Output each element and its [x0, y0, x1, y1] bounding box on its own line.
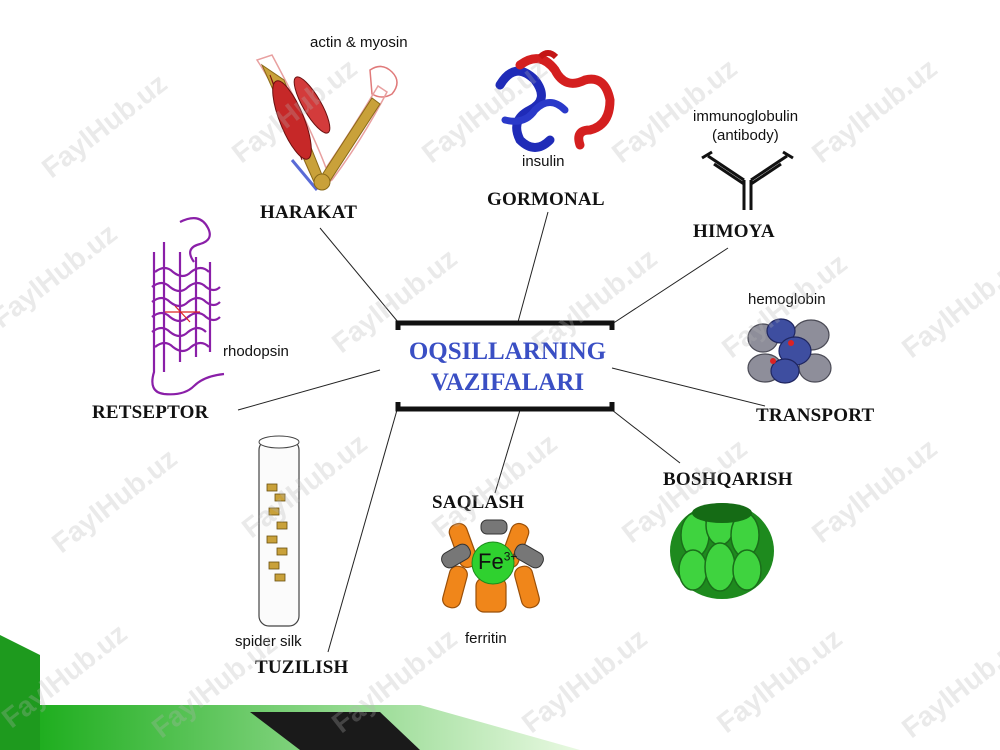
label-boshqarish: BOSHQARISH	[663, 469, 793, 490]
insulin-protein-icon	[495, 50, 615, 152]
line-tuzilish	[327, 409, 398, 653]
ferritin-icon	[441, 519, 544, 613]
label-gormonal: GORMONAL	[487, 189, 605, 210]
antibody-icon	[701, 150, 794, 210]
label-insulin: insulin	[522, 153, 565, 170]
label-actin-myosin: actin & myosin	[310, 34, 408, 51]
regulatory-protein-icon	[670, 503, 774, 599]
line-gormonal	[517, 211, 549, 323]
line-saqlash	[494, 409, 521, 494]
label-fe: Fe3+	[478, 549, 517, 575]
center-title-line1: OQSILLARNING	[408, 338, 607, 365]
label-tuzilish: TUZILISH	[255, 657, 349, 678]
line-transport	[611, 367, 766, 407]
center-title-line2: VAZIFALARI	[430, 369, 585, 396]
label-immunoglobulin: immunoglobulin	[693, 108, 799, 125]
line-harakat	[319, 227, 399, 323]
rhodopsin-icon	[151, 217, 225, 396]
label-hemoglobin: hemoglobin	[748, 291, 826, 308]
label-harakat: HARAKAT	[260, 202, 358, 223]
fe-charge: 3+	[503, 549, 518, 564]
hemoglobin-icon	[747, 318, 832, 384]
line-himoya	[611, 247, 729, 325]
line-boshqarish	[611, 409, 681, 464]
label-spider-silk: spider silk	[235, 633, 302, 650]
arm-muscle-icon	[255, 54, 398, 191]
bracket-bottom	[395, 402, 615, 412]
label-rhodopsin: rhodopsin	[223, 343, 289, 360]
fe-symbol: Fe	[478, 549, 504, 574]
center-title: OQSILLARNING VAZIFALARI	[380, 336, 635, 398]
spider-silk-icon	[258, 435, 300, 627]
label-retseptor: RETSEPTOR	[92, 402, 209, 423]
label-ferritin: ferritin	[465, 630, 507, 647]
label-transport: TRANSPORT	[756, 405, 875, 426]
line-retseptor	[237, 369, 381, 411]
bracket-top	[395, 320, 615, 330]
label-antibody: (antibody)	[712, 127, 779, 144]
label-himoya: HIMOYA	[693, 221, 775, 242]
label-saqlash: SAQLASH	[432, 492, 525, 513]
